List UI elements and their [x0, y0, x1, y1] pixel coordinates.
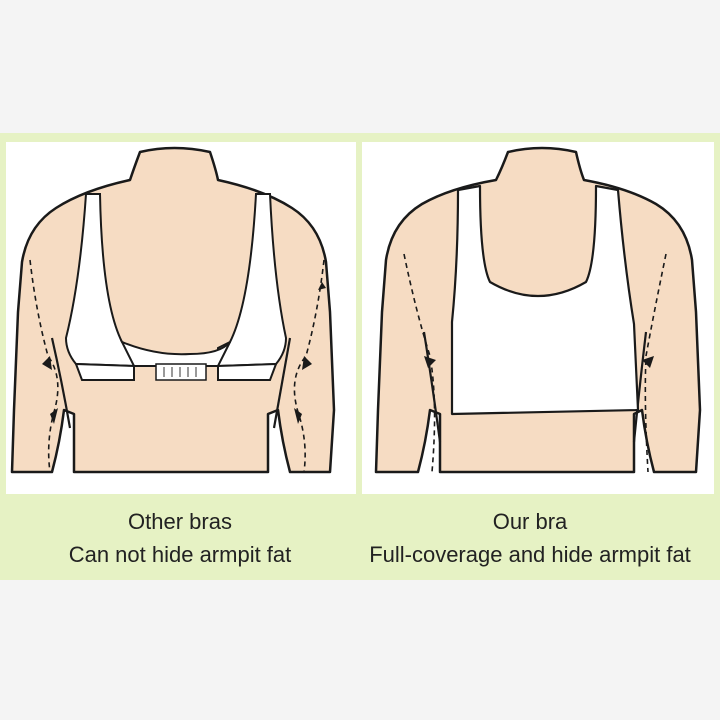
other-bras-caption: Other bras Can not hide armpit fat: [10, 505, 350, 571]
left-arm-seam: [50, 337, 72, 429]
back-figure-icon: [374, 146, 702, 474]
right-arm-seam: [632, 331, 648, 443]
our-bra-illustration: [362, 142, 714, 494]
armpit-fat-arrow-icon: [29, 259, 325, 473]
other-bras-illustration: [6, 142, 356, 494]
full-coverage-bra-icon: [450, 184, 640, 416]
bra-straps-icon: [64, 193, 288, 381]
armpit-smooth-arrow-icon: [403, 253, 667, 473]
right-arm-seam: [272, 337, 292, 429]
other-bras-subtitle: Can not hide armpit fat: [68, 542, 292, 567]
other-bras-title: Other bras: [128, 509, 232, 534]
our-bra-title: Our bra: [492, 509, 568, 534]
body-outline: [10, 146, 336, 474]
our-bra-subtitle: Full-coverage and hide armpit fat: [369, 542, 691, 567]
our-bra-caption: Our bra Full-coverage and hide armpit fa…: [340, 505, 720, 571]
back-figure-icon: [10, 146, 336, 474]
